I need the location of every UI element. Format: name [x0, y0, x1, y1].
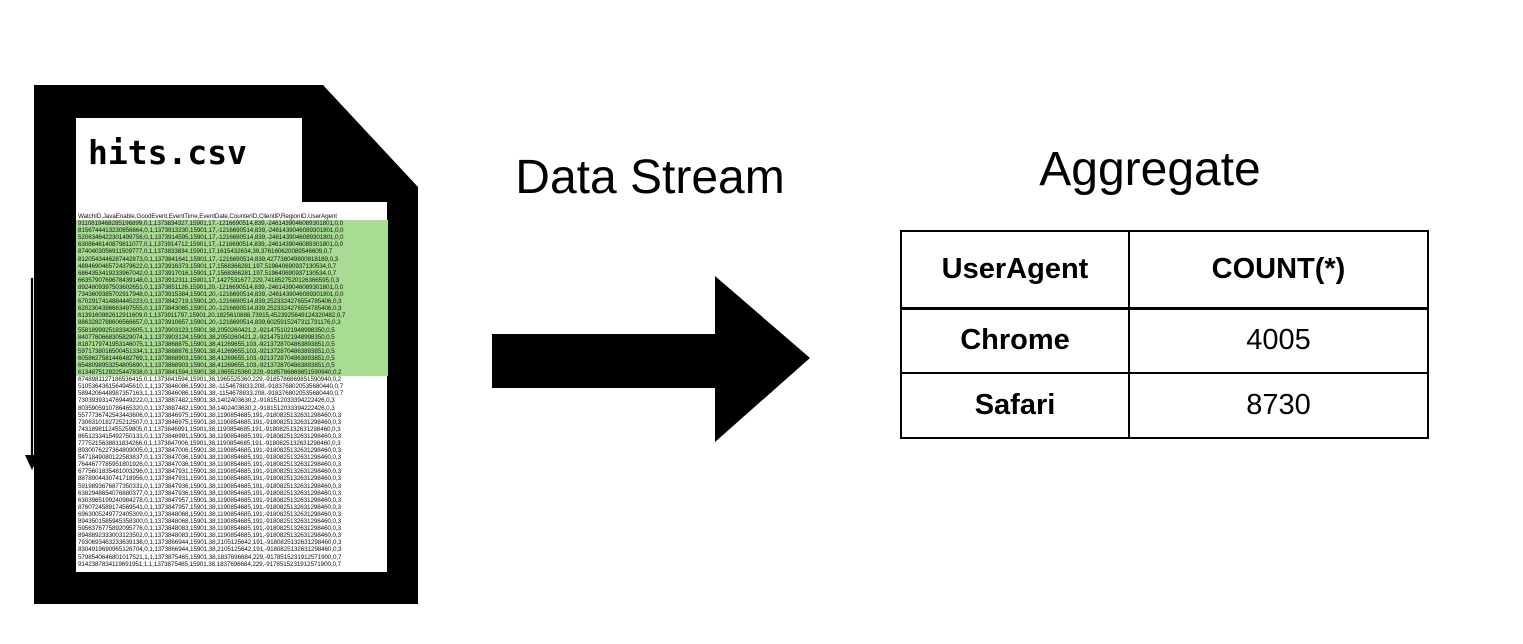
cell-useragent: Safari	[900, 372, 1130, 439]
aggregate-table: UserAgent COUNT(*) Chrome 4005 Safari 87…	[900, 230, 1429, 439]
cell-count: 4005	[1128, 307, 1429, 374]
data-stream-label: Data Stream	[515, 151, 785, 204]
cell-count: 8730	[1128, 372, 1429, 439]
column-header-useragent: UserAgent	[900, 230, 1130, 310]
csv-content: WatchID,JavaEnable,GoodEvent,EventTime,E…	[78, 213, 346, 568]
table-row: Chrome 4005	[900, 307, 1429, 374]
column-header-count: COUNT(*)	[1128, 230, 1429, 310]
table-header-row: UserAgent COUNT(*)	[900, 230, 1429, 310]
right-arrow-icon	[492, 276, 810, 442]
csv-streamed-rows-highlight	[76, 219, 388, 376]
csv-filename: hits.csv	[88, 133, 247, 172]
cell-useragent: Chrome	[900, 307, 1130, 374]
csv-file-icon: hits.csv WatchID,JavaEnable,GoodEvent,Ev…	[34, 85, 418, 604]
table-row: Safari 8730	[900, 372, 1429, 439]
aggregate-title: Aggregate	[1039, 143, 1261, 196]
